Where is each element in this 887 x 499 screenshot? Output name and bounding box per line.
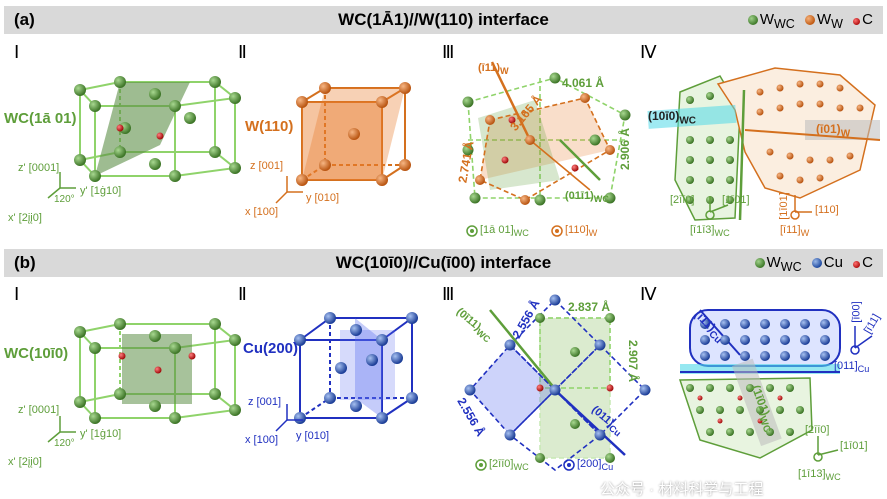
axis-y-label: y' [1ġ10] xyxy=(80,185,122,197)
axis-x-label: x [100] xyxy=(245,206,279,218)
cu-plane-label: Cu(200) xyxy=(243,340,299,357)
legend-wc-sub: WC xyxy=(780,260,802,274)
dir-1101-w: [1ī01] xyxy=(777,192,790,220)
w-plane-label: W(110) xyxy=(245,118,294,135)
angle-label: 120° xyxy=(54,438,75,449)
w-interface-plane: (ī01)W xyxy=(816,122,851,140)
dir-1101-wc: [1ī01] xyxy=(722,194,750,206)
w-zone-axis-label: [110]W xyxy=(565,224,598,239)
subpanel-b4-numeral: Ⅳ xyxy=(640,284,657,304)
axis-z-label: z [001] xyxy=(248,396,282,408)
legend-wc-sub: WC xyxy=(774,17,795,31)
subpanel-a3-numeral: Ⅲ xyxy=(442,42,455,62)
axis-z-label: z [001] xyxy=(250,160,284,172)
axis-y-label: y [010] xyxy=(296,430,330,442)
panel-b-title: WC(10ī0)//Cu(ī00) interface xyxy=(335,253,552,272)
dim-2837: 2.837 Å xyxy=(568,300,611,314)
legend-w2: W xyxy=(817,11,832,28)
dir-110: [110] xyxy=(815,204,839,216)
wc-plane-label-a: WC(1ā 01) xyxy=(4,110,77,127)
dir-2110: [2īī0] xyxy=(805,424,830,436)
dim-2906: 2.906 Å xyxy=(618,127,633,171)
w-tungsten-atom-icon xyxy=(805,15,815,25)
dim-4061: 4.061 Å xyxy=(562,76,605,90)
dir-1101: [1ī01] xyxy=(840,440,868,452)
axis-y-label: y' [1ġ10] xyxy=(80,428,122,440)
axis-x-label: x [100] xyxy=(245,434,279,446)
subpanel-b1-numeral: Ⅰ xyxy=(14,284,20,304)
dir-1213: [1ī13]WC xyxy=(798,468,841,483)
dir-111: [ī11]W xyxy=(780,224,810,239)
legend-c: C xyxy=(862,254,873,271)
wc-tungsten-atom-icon xyxy=(754,258,765,268)
copper-atom-icon xyxy=(811,258,822,268)
axis-x-label: x' [2įį0] xyxy=(8,212,42,224)
dim-2907: 2.907 Å xyxy=(626,339,641,383)
dir-200: [ī00] xyxy=(850,301,863,323)
carbon-atom-icon xyxy=(853,261,861,268)
wc-dir-label: (01ī1)WC xyxy=(565,190,610,205)
axis-x-label: x' [2įį0] xyxy=(8,456,42,468)
legend-cu: Cu xyxy=(823,254,843,271)
wc-plane-label-b: WC(10ī0) xyxy=(4,345,69,362)
panel-b-legend: WWC Cu C xyxy=(749,254,873,274)
legend-w: W xyxy=(759,11,774,28)
panel-a-title: WC(1Ā1)//W(110) interface xyxy=(338,10,549,29)
legend-w: W xyxy=(766,254,781,271)
axis-y-label: y [010] xyxy=(306,192,340,204)
axis-z-label: z' [0001] xyxy=(18,162,60,174)
dir-011: [011]Cu xyxy=(834,360,870,375)
wc-interface-plane: (10ī0)WC xyxy=(648,109,697,127)
wc-zone-axis-label: [1ā 01]WC xyxy=(480,224,529,239)
subpanel-b3-numeral: Ⅲ xyxy=(442,284,455,304)
subpanel-a1-numeral: Ⅰ xyxy=(14,42,20,62)
watermark: 公众号 · 材料科学与工程 xyxy=(600,481,764,498)
cu-zone-axis-label: [200]Cu xyxy=(577,458,614,473)
legend-w-sub: W xyxy=(831,17,843,31)
wc-tungsten-atom-icon xyxy=(747,15,758,25)
panel-b-header: (b) WC(10ī0)//Cu(ī00) interface WWC Cu C xyxy=(4,249,883,277)
subpanel-b2-numeral: Ⅱ xyxy=(238,284,247,304)
dir-2110: [2īī0] xyxy=(670,194,695,206)
panel-a-header: (a) WC(1Ā1)//W(110) interface WWC WW C xyxy=(4,6,883,34)
w-dir-label: (ī11)W xyxy=(478,62,509,77)
legend-c: C xyxy=(862,11,873,28)
subpanel-a2-numeral: Ⅱ xyxy=(238,42,247,62)
panel-a-label: (a) xyxy=(14,10,35,29)
axis-z-label: z' [0001] xyxy=(18,404,60,416)
panel-a-legend: WWC WW C xyxy=(742,11,873,31)
carbon-atom-icon xyxy=(853,18,861,25)
angle-label: 120° xyxy=(54,194,75,205)
wc-zone-axis-label: [2īī0]WC xyxy=(489,458,529,473)
subpanel-a4-numeral: Ⅳ xyxy=(640,42,657,62)
panel-b-label: (b) xyxy=(14,253,36,272)
dir-1213: [ī1ī3]WC xyxy=(690,224,730,239)
